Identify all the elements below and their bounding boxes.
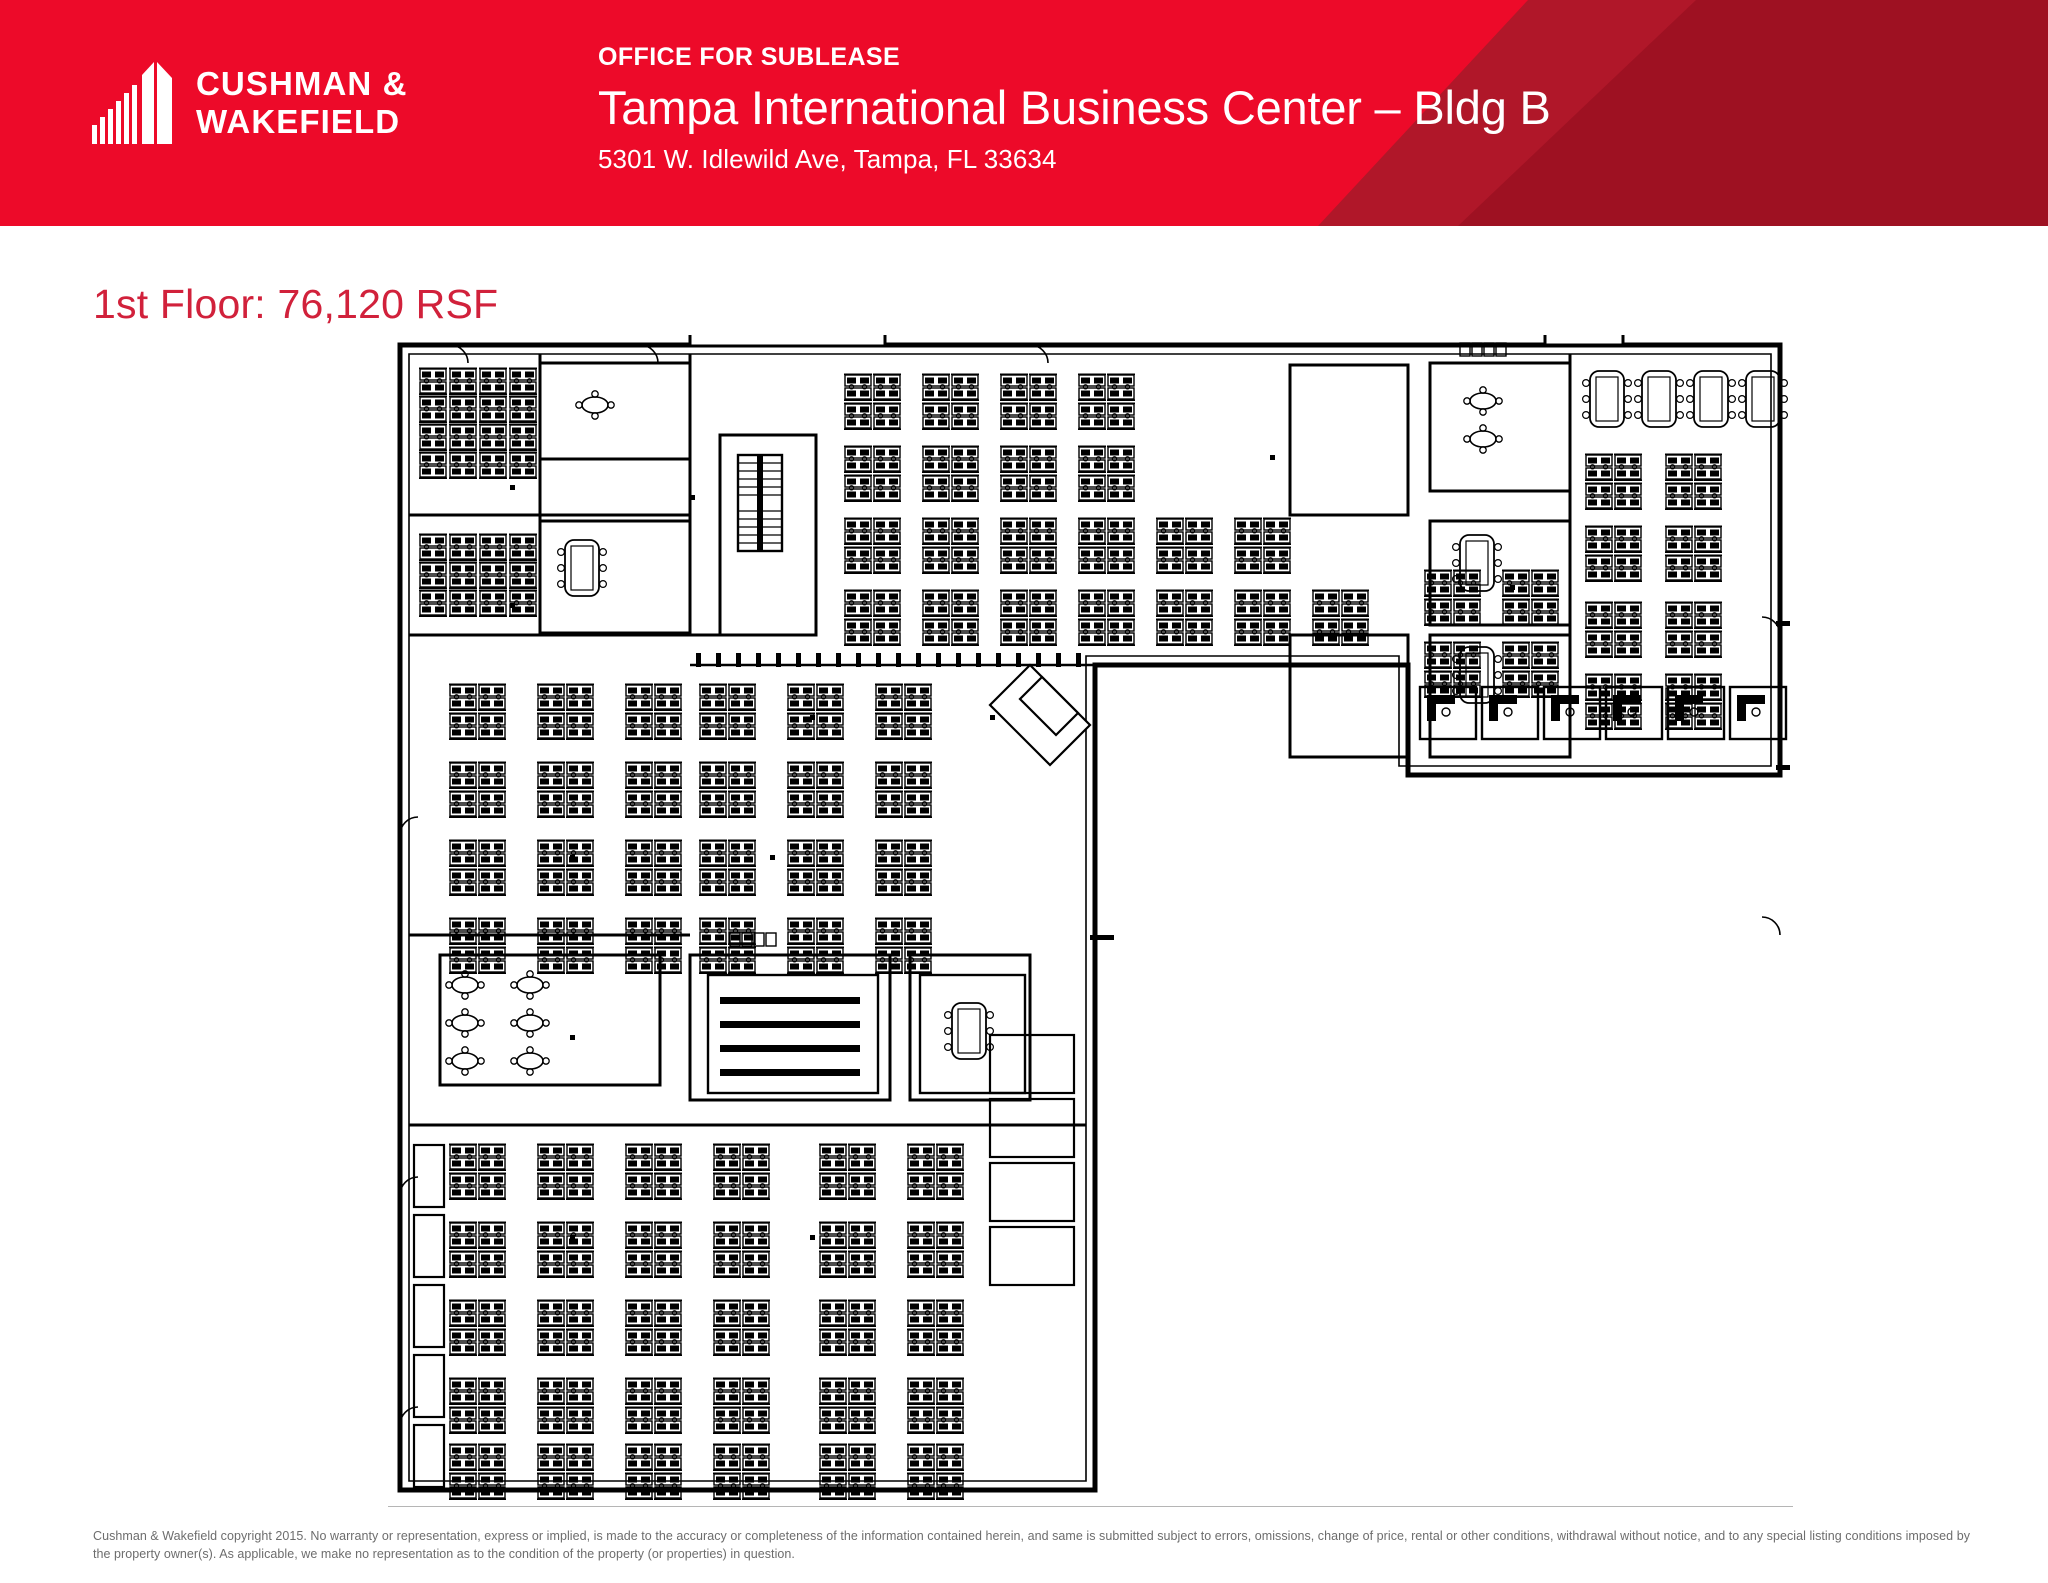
- logo-word-line1: CUSHMAN &: [196, 64, 408, 102]
- header-banner: CUSHMAN & WAKEFIELD OFFICE FOR SUBLEASE …: [0, 0, 2048, 226]
- logo-word-line2: WAKEFIELD: [196, 103, 401, 140]
- logo-wordmark: CUSHMAN & WAKEFIELD: [196, 65, 408, 142]
- property-address: 5301 W. Idlewild Ave, Tampa, FL 33634: [598, 143, 1057, 174]
- header-text-block: OFFICE FOR SUBLEASE Tampa International …: [598, 42, 1551, 176]
- floor-plan-svg: [397, 335, 1790, 1500]
- footer-divider: [388, 1506, 1793, 1507]
- floor-area-heading: 1st Floor: 76,120 RSF: [93, 281, 499, 327]
- listing-type-eyebrow: OFFICE FOR SUBLEASE: [598, 43, 901, 71]
- legal-disclaimer: Cushman & Wakefield copyright 2015. No w…: [93, 1529, 1971, 1561]
- building-bars-logo-icon: [92, 62, 172, 144]
- floor-plan-drawing: [390, 335, 1790, 1500]
- company-logo: CUSHMAN & WAKEFIELD: [92, 62, 408, 144]
- property-title: Tampa International Business Center – Bl…: [598, 81, 1551, 134]
